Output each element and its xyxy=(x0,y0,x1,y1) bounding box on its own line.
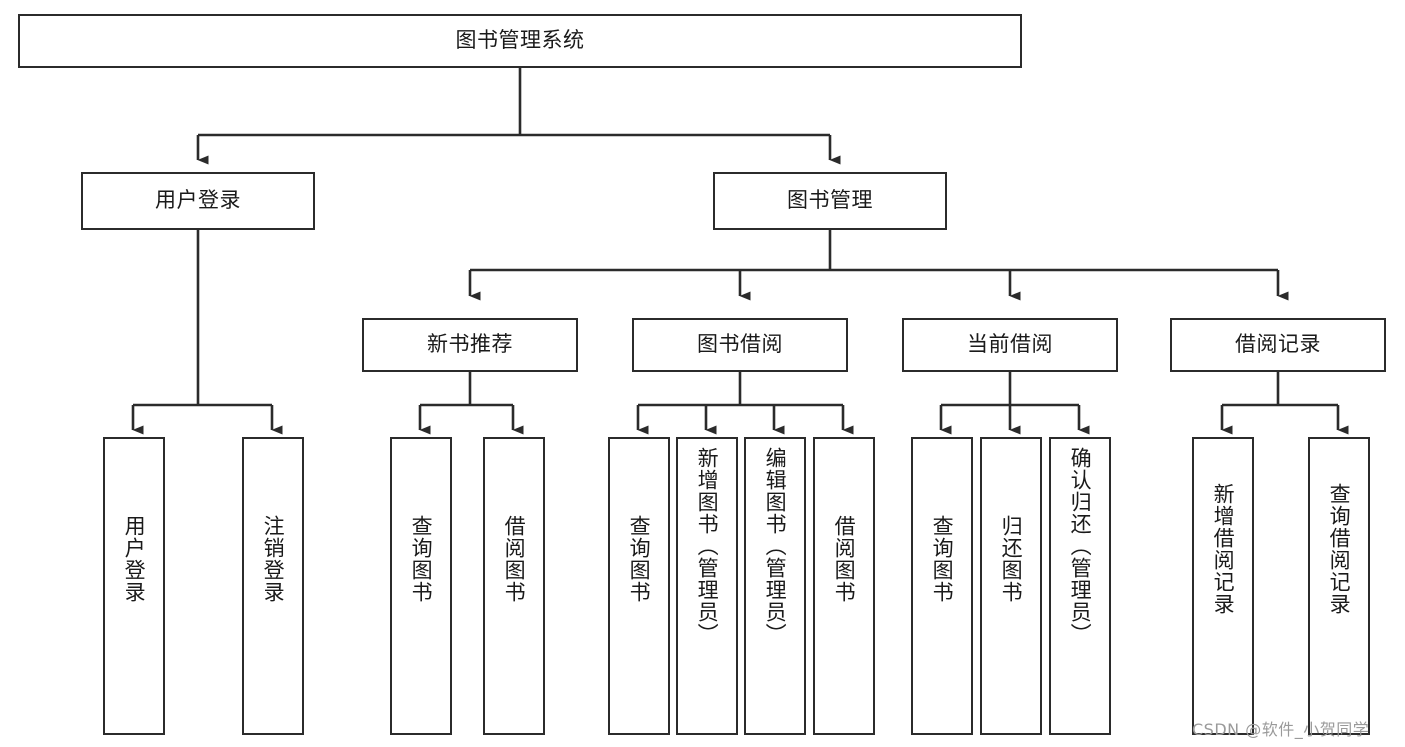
node-leaf-borrow-book[interactable]: 借阅图书 xyxy=(813,437,875,735)
node-label: 用户登录 xyxy=(122,515,147,603)
node-label: 新增借阅记录 xyxy=(1211,483,1236,615)
node-leaf-logout-login[interactable]: 注销登录 xyxy=(242,437,304,735)
node-user-login[interactable]: 用户登录 xyxy=(81,172,315,230)
node-leaf-query-book-borrow[interactable]: 查询图书 xyxy=(608,437,670,735)
node-label: 图书借阅 xyxy=(697,332,783,357)
node-label: 用户登录 xyxy=(155,188,241,213)
node-leaf-add-borrow-record[interactable]: 新增借阅记录 xyxy=(1192,437,1254,735)
node-label: 图书管理系统 xyxy=(455,28,585,53)
node-current-borrow[interactable]: 当前借阅 xyxy=(902,318,1118,372)
node-label: 归还图书 xyxy=(999,515,1024,603)
node-label: 查询图书 xyxy=(930,515,955,603)
node-root-book-management-system[interactable]: 图书管理系统 xyxy=(18,14,1022,68)
node-label: 编辑图书（管理员） xyxy=(763,447,788,645)
node-label: 借阅记录 xyxy=(1235,332,1321,357)
node-label: 图书管理 xyxy=(787,188,873,213)
node-new-book-recommend[interactable]: 新书推荐 xyxy=(362,318,578,372)
node-leaf-user-login[interactable]: 用户登录 xyxy=(103,437,165,735)
node-book-management[interactable]: 图书管理 xyxy=(713,172,947,230)
csdn-watermark: CSDN @软件_小贺同学 xyxy=(1192,720,1370,739)
node-label: 查询图书 xyxy=(409,515,434,603)
node-leaf-borrow-book-recommend[interactable]: 借阅图书 xyxy=(483,437,545,735)
node-label: 新增图书（管理员） xyxy=(695,447,720,645)
node-borrow-record[interactable]: 借阅记录 xyxy=(1170,318,1386,372)
node-leaf-confirm-return-admin[interactable]: 确认归还（管理员） xyxy=(1049,437,1111,735)
node-book-borrow[interactable]: 图书借阅 xyxy=(632,318,848,372)
node-label: 新书推荐 xyxy=(427,332,513,357)
node-label: 查询借阅记录 xyxy=(1327,483,1352,615)
node-label: 借阅图书 xyxy=(502,515,527,603)
node-label: 借阅图书 xyxy=(832,515,857,603)
node-label: 当前借阅 xyxy=(967,332,1053,357)
node-label: 确认归还（管理员） xyxy=(1068,447,1093,645)
node-leaf-edit-book-admin[interactable]: 编辑图书（管理员） xyxy=(744,437,806,735)
node-leaf-query-borrow-record[interactable]: 查询借阅记录 xyxy=(1308,437,1370,735)
node-leaf-query-book-current[interactable]: 查询图书 xyxy=(911,437,973,735)
node-leaf-add-book-admin[interactable]: 新增图书（管理员） xyxy=(676,437,738,735)
node-label: 查询图书 xyxy=(627,515,652,603)
node-leaf-return-book[interactable]: 归还图书 xyxy=(980,437,1042,735)
node-leaf-query-book-recommend[interactable]: 查询图书 xyxy=(390,437,452,735)
node-label: 注销登录 xyxy=(261,515,286,603)
